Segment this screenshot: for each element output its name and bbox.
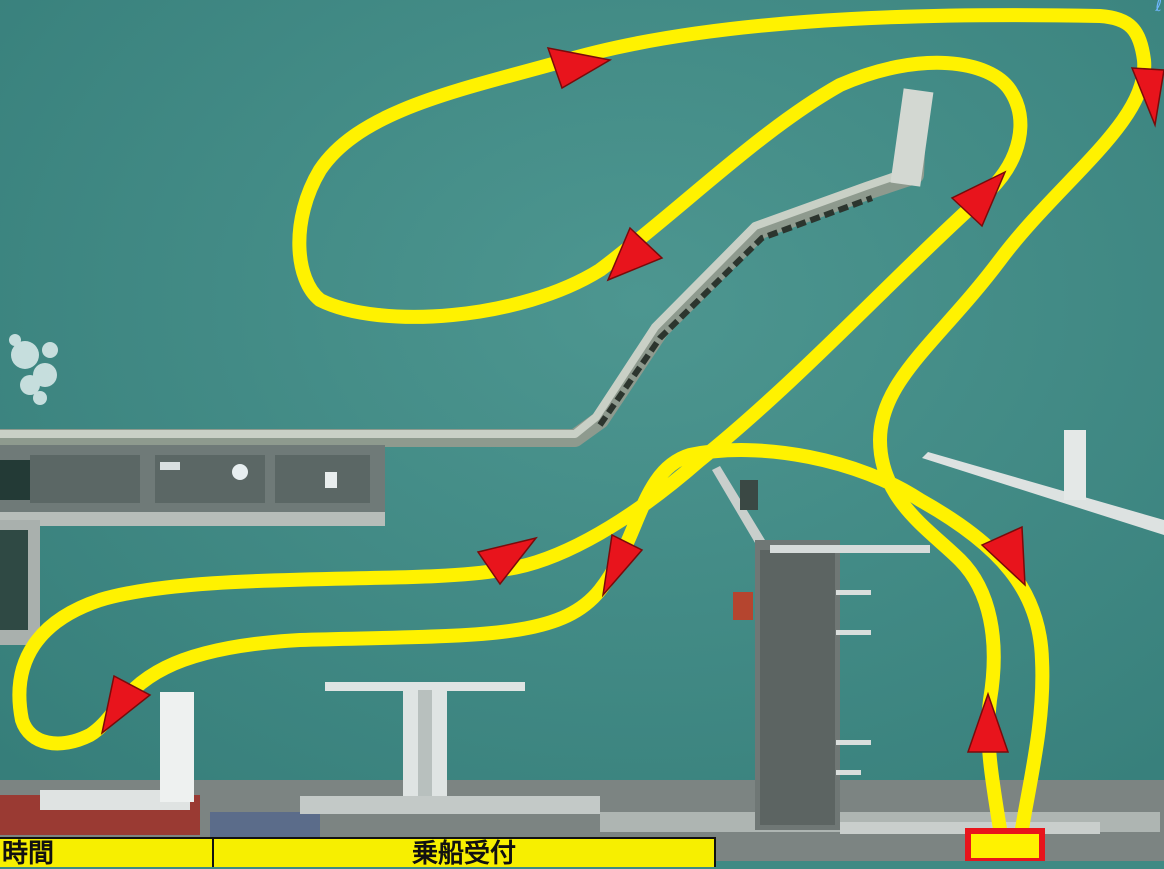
arrow-marker xyxy=(950,170,1007,228)
west-quay xyxy=(0,445,385,645)
central-pier xyxy=(300,682,600,814)
surf-foam xyxy=(9,334,58,405)
boat-course-route xyxy=(12,8,1152,836)
main-breakwater xyxy=(0,88,934,447)
start-marker xyxy=(965,828,1045,864)
time-column-header: 時間 xyxy=(0,839,214,867)
direction-arrows xyxy=(100,47,1164,753)
arrow-marker xyxy=(980,525,1026,587)
corner-glyph: ℓ xyxy=(1155,0,1162,15)
arrow-marker xyxy=(601,533,644,598)
boarding-column-header: 乗船受付 xyxy=(411,839,516,869)
arrow-marker xyxy=(966,691,1010,753)
arrow-marker xyxy=(1130,67,1164,128)
arrow-marker xyxy=(546,47,613,90)
east-jetty xyxy=(922,430,1164,535)
schedule-table-header: 時間 乗船受付 xyxy=(0,837,716,869)
arrow-marker xyxy=(100,674,152,735)
arrow-marker xyxy=(606,226,664,282)
arrow-marker xyxy=(476,536,538,586)
fishing-pier xyxy=(712,466,930,830)
